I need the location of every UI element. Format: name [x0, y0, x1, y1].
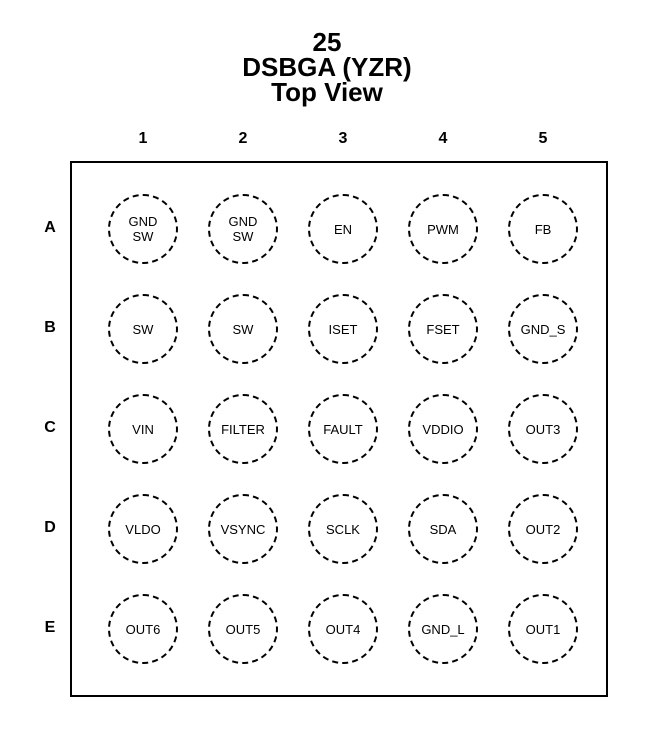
ball-label: GND_S	[520, 321, 566, 337]
row-header-a: A	[44, 219, 56, 236]
ball-a4: PWM	[408, 194, 478, 264]
ball-label: GND	[228, 214, 258, 229]
ball-label: SW	[132, 229, 154, 244]
ball-e5: OUT1	[508, 594, 578, 664]
ball-a5: FB	[508, 194, 578, 264]
ball-label: OUT3	[525, 421, 561, 437]
ball-b1: SW	[108, 294, 178, 364]
ball-label: OUT5	[225, 621, 261, 637]
ball-c5: OUT3	[508, 394, 578, 464]
column-header-5: 5	[538, 130, 548, 147]
ball-label: SW	[232, 321, 254, 337]
ball-c4: VDDIO	[408, 394, 478, 464]
ball-b4: FSET	[408, 294, 478, 364]
ball-label: GND_L	[421, 621, 465, 637]
ball-label: FSET	[426, 321, 460, 337]
ball-label: VDDIO	[422, 421, 464, 437]
ball-label: GND	[128, 214, 158, 229]
row-header-d: D	[44, 519, 56, 536]
ball-b5: GND_S	[508, 294, 578, 364]
ball-label: SW	[132, 321, 154, 337]
ball-d4: SDA	[408, 494, 478, 564]
ball-a3: EN	[308, 194, 378, 264]
ball-e4: GND_L	[408, 594, 478, 664]
ball-label: SCLK	[326, 521, 360, 537]
ball-label: OUT2	[525, 521, 561, 537]
ball-e3: OUT4	[308, 594, 378, 664]
ball-b2: SW	[208, 294, 278, 364]
column-header-1: 1	[138, 130, 148, 147]
row-header-c: C	[44, 419, 56, 436]
ball-d1: VLDO	[108, 494, 178, 564]
title-ball-count: 25	[312, 27, 342, 57]
ball-c2: FILTER	[208, 394, 278, 464]
ball-label: FAULT	[323, 421, 363, 437]
ball-label: SW	[232, 229, 254, 244]
ball-c1: VIN	[108, 394, 178, 464]
ball-label: VIN	[132, 421, 154, 437]
diagram-title: 25 DSBGA (YZR) Top View	[0, 27, 654, 107]
ball-label: ISET	[328, 321, 358, 337]
ball-label: SDA	[429, 521, 457, 537]
row-header-b: B	[44, 319, 56, 336]
ball-e2: OUT5	[208, 594, 278, 664]
title-package-name: DSBGA (YZR)	[242, 52, 412, 82]
ball-label: FB	[534, 221, 552, 237]
ball-d3: SCLK	[308, 494, 378, 564]
ball-label: OUT1	[525, 621, 561, 637]
ball-label: OUT4	[325, 621, 361, 637]
ball-label: FILTER	[221, 421, 265, 437]
ball-b3: ISET	[308, 294, 378, 364]
ball-label: OUT6	[125, 621, 161, 637]
ball-c3: FAULT	[308, 394, 378, 464]
title-view: Top View	[271, 77, 383, 107]
column-header-3: 3	[338, 130, 348, 147]
ball-label: VSYNC	[220, 521, 266, 537]
ball-e1: OUT6	[108, 594, 178, 664]
row-header-e: E	[44, 619, 56, 636]
ball-d2: VSYNC	[208, 494, 278, 564]
column-header-4: 4	[438, 130, 448, 147]
ball-label: VLDO	[125, 521, 161, 537]
column-header-2: 2	[238, 130, 248, 147]
ball-label: EN	[333, 221, 353, 237]
package-outline	[70, 161, 608, 697]
ball-d5: OUT2	[508, 494, 578, 564]
ball-label: PWM	[427, 221, 459, 237]
